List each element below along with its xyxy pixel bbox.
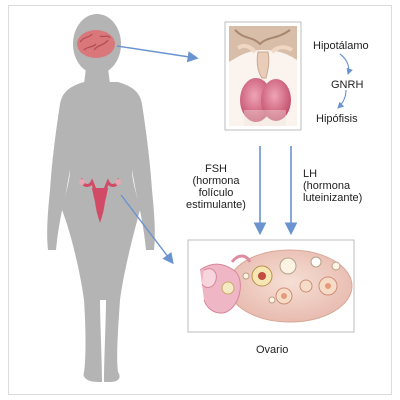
fsh-label: FSH (hormona folículo estimulante) <box>176 163 256 211</box>
pituitary-illustration <box>224 21 302 131</box>
ovary-label: Ovario <box>256 344 289 356</box>
gnrh-label: GNRH <box>331 79 364 91</box>
uterus-icon <box>79 178 121 223</box>
hypothalamus-to-gnrh-arrow <box>339 53 353 76</box>
lh-label-line-1: LH <box>303 168 318 180</box>
ovary-illustration <box>187 239 355 333</box>
gnrh-to-pituitary-arrow <box>337 89 347 109</box>
fsh-label-line-3: folículo <box>198 187 234 199</box>
fsh-label-line-4: estimulante) <box>186 199 246 211</box>
hypothalamus-label: Hipotálamo <box>313 40 369 52</box>
pituitary-label: Hipófisis <box>316 113 358 125</box>
fsh-label-line-2: (hormona <box>192 175 240 187</box>
brain-icon <box>77 30 115 58</box>
brain-to-pituitary-arrow <box>116 45 199 63</box>
lh-label-line-2: (hormona <box>303 180 351 192</box>
lh-label-line-3: luteinizante) <box>303 192 363 204</box>
uterus-to-ovary-arrow <box>120 194 174 265</box>
lh-label: LH (hormona luteinizante) <box>303 168 362 204</box>
fsh-label-line-1: FSH <box>205 163 227 175</box>
